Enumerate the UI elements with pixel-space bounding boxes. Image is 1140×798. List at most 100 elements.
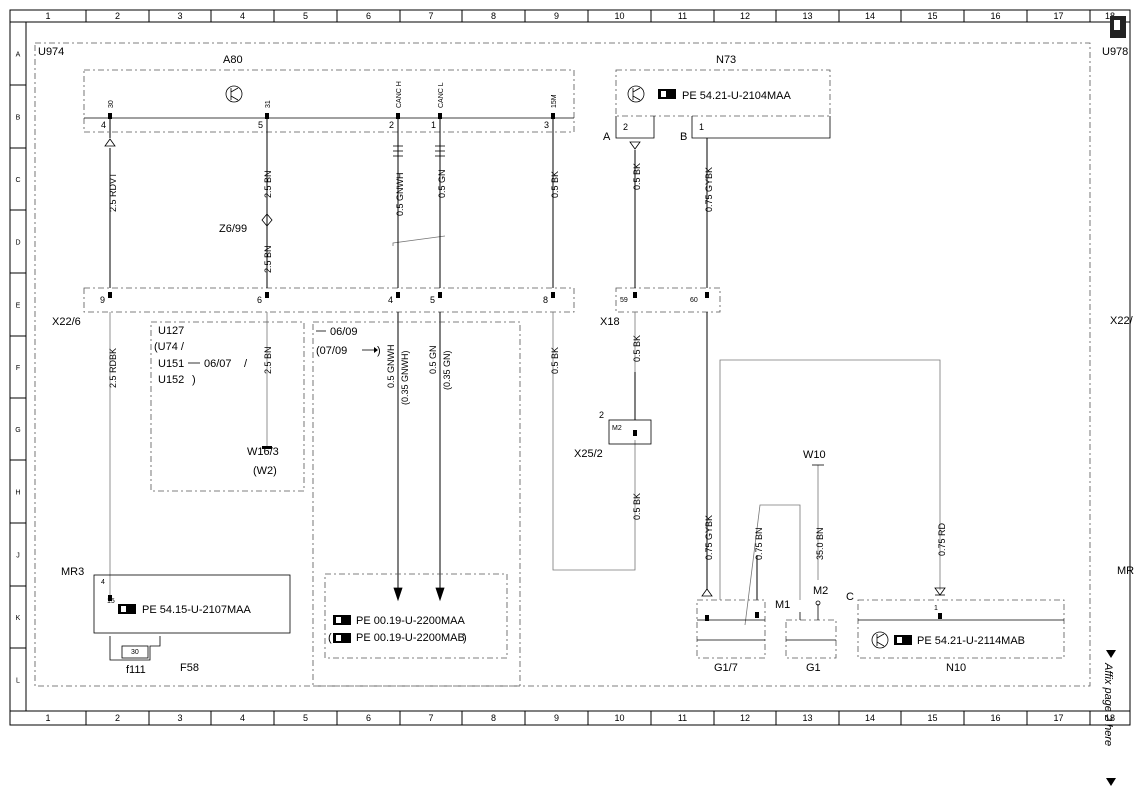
column-number: 4 <box>240 11 245 21</box>
column-number: 10 <box>614 713 624 723</box>
f58-label: F58 <box>180 662 199 674</box>
fuse-number: 30 <box>131 649 139 656</box>
column-number: 4 <box>240 713 245 723</box>
g1-component: M1 M2 G1 <box>775 585 837 674</box>
wire-label-a80-pin4: 2.5 RDVT <box>108 172 118 212</box>
a80-pin-number: 2 <box>389 120 394 130</box>
wire-label-bottom-2: 0.75 BN <box>754 527 764 560</box>
mr3-fuse-box: MR3 4 15 PE 54.15-U-2107MAA 30 f111 F58 <box>61 566 291 676</box>
x25-2-box-label: M2 <box>612 425 622 432</box>
x22-6-pin-number: 5 <box>430 295 435 305</box>
column-number: 10 <box>614 11 624 21</box>
column-number: 6 <box>366 11 371 21</box>
wire-label-n73-a: 0.5 BK <box>632 163 642 190</box>
x22-6-pin: 8 <box>543 292 555 305</box>
x18-label: X18 <box>600 316 620 328</box>
row-letter: A <box>16 52 21 59</box>
column-number: 15 <box>927 11 937 21</box>
column-number: 7 <box>428 713 433 723</box>
a80-pin-signal: 30 <box>108 100 115 108</box>
n73-reference-icon <box>658 89 676 99</box>
x25-2-connector: 2 M2 X25/2 <box>574 410 652 460</box>
date-range-box: 06/09 (07/09 ) <box>312 321 521 687</box>
x22-6-pins: 9 6 4 5 8 <box>100 292 555 305</box>
column-number: 17 <box>1053 713 1063 723</box>
column-number: 12 <box>740 713 750 723</box>
a80-label: A80 <box>223 54 243 66</box>
pe-reference-2[interactable]: PE 00.19-U-2200MAB <box>356 632 465 644</box>
n73-connector-a-label: A <box>603 131 611 143</box>
n10-connector-label: C <box>846 591 854 603</box>
u127-line-4-paren: ) <box>192 374 196 386</box>
wire-label-a80-pin1: 0.5 GN <box>437 169 447 198</box>
n10-module: C 1 PE 54.21-U-2114MAB N10 <box>846 587 1065 674</box>
x22-6-pin-number: 4 <box>388 295 393 305</box>
frame-label-mr-right: MR <box>1117 565 1134 577</box>
wire-label-n73-b: 0.75 GYBK <box>704 167 714 212</box>
a80-module: A80 <box>83 54 575 133</box>
g1-7-component: G1/7 <box>696 588 766 674</box>
x22-6-pin: 6 <box>257 292 269 305</box>
wire-label-gn: 0.5 GN <box>428 345 438 374</box>
transistor-icon <box>225 85 243 103</box>
x25-2-label: X25/2 <box>574 448 603 460</box>
column-number: 1 <box>45 713 50 723</box>
column-number: 3 <box>177 11 182 21</box>
n73-connector-b-label: B <box>680 131 687 143</box>
a80-pin-number: 5 <box>258 120 263 130</box>
w10-label: W10 <box>803 449 826 461</box>
pe-reference-open-paren: ( <box>328 632 332 644</box>
row-letter: K <box>16 615 21 622</box>
column-number: 12 <box>740 11 750 21</box>
date-box-line-2-paren: ) <box>377 345 381 357</box>
column-number: 5 <box>303 11 308 21</box>
u127-line-3-slash: / <box>244 358 248 370</box>
x22-6-pin: 9 <box>100 292 112 305</box>
page-corner-icon <box>1110 16 1126 38</box>
a80-pin-number: 3 <box>544 120 549 130</box>
n10-pin: 1 <box>934 605 938 612</box>
g1-m1-label: M1 <box>775 599 790 611</box>
wire-label-left: 2.5 RDBK <box>108 348 118 388</box>
column-number: 2 <box>115 713 120 723</box>
u127-line-1: U127 <box>158 325 184 337</box>
column-number: 6 <box>366 713 371 723</box>
column-number: 3 <box>177 713 182 723</box>
wire-label-gnwh-alt: (0.35 GNWH) <box>400 350 410 405</box>
n73-module: N73 PE 54.21-U-2104MAA 2 1 A B <box>603 54 831 150</box>
wire-label-bottom-3: 35.0 BN <box>815 527 825 560</box>
n10-reference[interactable]: PE 54.21-U-2114MAB <box>917 635 1025 647</box>
pe-reference-close-paren: ) <box>463 632 467 644</box>
x18-pin-59: 59 <box>620 297 628 304</box>
pe-reference-1[interactable]: PE 00.19-U-2200MAA <box>356 615 465 627</box>
n73-reference[interactable]: PE 54.21-U-2104MAA <box>682 90 791 102</box>
g1-7-label: G1/7 <box>714 662 738 674</box>
column-number: 15 <box>927 713 937 723</box>
mr3-reference[interactable]: PE 54.15-U-2107MAA <box>142 604 251 616</box>
mr3-label: MR3 <box>61 566 84 578</box>
inner-panel <box>34 42 1091 687</box>
column-number: 5 <box>303 713 308 723</box>
a80-pin-number: 4 <box>101 120 106 130</box>
x22-6-pin: 5 <box>430 292 442 305</box>
wire-label-gn-alt: (0.35 GN) <box>442 350 452 390</box>
column-number: 17 <box>1053 11 1063 21</box>
n10-label: N10 <box>946 662 966 674</box>
column-number: 11 <box>678 11 687 21</box>
frame-label-u974: U974 <box>38 46 64 58</box>
wire-paths <box>109 118 941 626</box>
column-number: 9 <box>554 11 559 21</box>
x18-pin-60: 60 <box>690 297 698 304</box>
a80-pin-number: 1 <box>431 120 436 130</box>
frame-label-x22-6: X22/6 <box>52 316 81 328</box>
a80-pin: 4 30 <box>101 100 115 130</box>
column-number: 8 <box>491 713 496 723</box>
x25-2-pin: 2 <box>599 410 604 420</box>
pe-reference-box: PE 00.19-U-2200MAA ( PE 00.19-U-2200MAB … <box>324 573 508 659</box>
date-box-line-2: (07/09 <box>316 345 347 357</box>
wire-label-a80-pin5: 2.5 BN <box>263 170 273 198</box>
